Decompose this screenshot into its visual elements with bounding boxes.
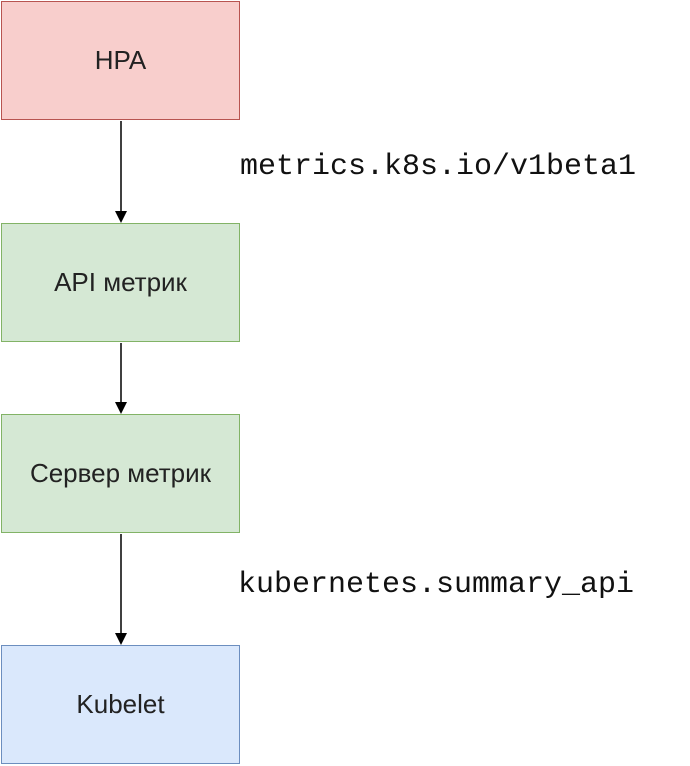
- node-hpa-label: HPA: [94, 45, 147, 75]
- node-metrics-server-label: Сервер метрик: [29, 458, 212, 488]
- edge-label-summary-api: kubernetes.summary_api: [238, 568, 635, 602]
- node-metrics-server: Сервер метрик: [1, 414, 240, 533]
- node-hpa: HPA: [1, 1, 240, 120]
- node-kubelet-label: Kubelet: [76, 689, 165, 719]
- node-metrics-api-label: API метрик: [54, 267, 187, 297]
- node-metrics-api: API метрик: [1, 223, 240, 342]
- node-kubelet: Kubelet: [1, 645, 240, 764]
- edge-label-metrics-api-path: metrics.k8s.io/v1beta1: [240, 150, 637, 184]
